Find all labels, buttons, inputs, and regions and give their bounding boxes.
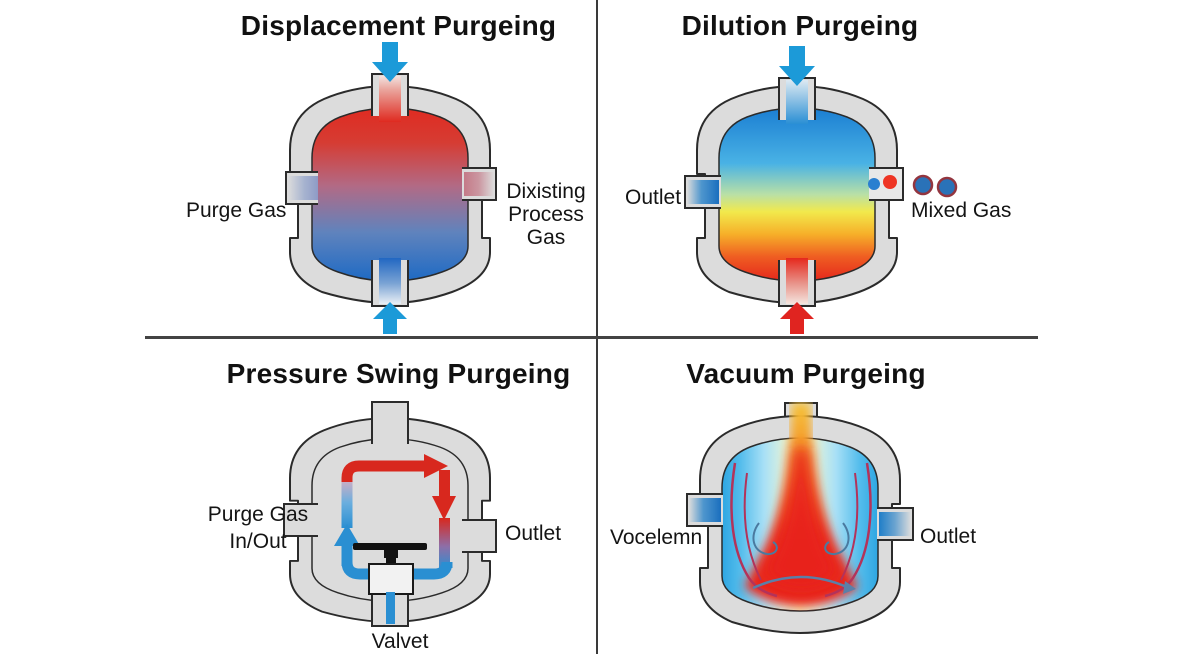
dilution-vessel-diagram [684,46,958,334]
pressure-swing-title: Pressure Swing Purgeing [226,358,571,389]
valve-stem [386,557,396,565]
quadrant-dilution: Dilution Purgeing Outlet Mixed Gas [597,0,1200,338]
vacuum-left-label: Vocelemn [610,526,703,549]
mixed-gas-dot-icon [936,176,958,198]
process-gas-line2: Process Gas [508,203,584,249]
outlet-label: Outlet [505,522,562,545]
blue-up-arrow-icon [373,302,407,334]
quadrant-vacuum: Vacuum Purgeing [597,338,1200,654]
heat-plume-core [763,448,839,587]
existing-process-gas-label: Dixisting Process Gas [490,180,602,249]
displacement-title: Displacement Purgeing [240,10,557,41]
process-gas-flow-blob [464,172,494,196]
red-right-arrow-icon [424,454,448,478]
purge-gas-label: Purge Gas [186,199,287,222]
red-blue-transition-pipe [439,518,450,570]
vessel-cavity [718,107,876,282]
left-transition-pipe [341,482,353,528]
outlet-flow-blob [879,512,911,536]
blue-up-arrow-icon [334,524,360,546]
blue-pipe-left [341,544,353,566]
left-flow-blob [689,498,721,522]
displacement-vessel-diagram [285,42,497,334]
quadrant-pressure-swing: Pressure Swing Purgeing [0,338,597,654]
outlet-stub-right [462,519,497,553]
outlet-flow-column [379,258,401,304]
purge-gas-stub-left [283,503,318,537]
vacuum-title: Vacuum Purgeing [686,358,926,389]
blue-down-arrow-icon [372,42,408,82]
purge-gas-line1: Purge Gas [207,503,309,526]
outlet-label: Outlet [920,525,977,548]
mixed-gas-label: Mixed Gas [911,199,1012,222]
vacuum-vessel-diagram [686,402,914,634]
inlet-flow-column-bottom [786,258,808,304]
flow-streamline [743,472,762,581]
red-flow-pipe [341,460,424,484]
outlet-flow-blob [687,180,719,204]
vessel-cavity [311,107,469,282]
red-down-arrow-icon [432,496,456,520]
swirl-curl-icon [752,522,778,556]
pressure-swing-vessel-diagram [283,401,497,627]
blue-drain-line [386,592,395,624]
purge-gas-flow-blob [288,176,318,200]
gas-dot-red-icon [883,175,897,189]
purge-gas-line2: In/Out [229,530,287,553]
gas-dot-blue-icon [868,178,880,190]
outlet-label: Outlet [625,186,682,209]
inlet-flow-column [379,76,401,122]
flow-streamline [824,462,872,598]
bottom-flow-arc [752,575,850,590]
process-gas-line1: Dixisting [506,180,586,203]
red-flow-pipe-down [439,470,450,498]
valve-knob [384,549,398,558]
quadrant-displacement: Displacement Purgeing Purge Gas Dixistin… [0,0,597,338]
horizontal-divider [145,336,1038,339]
blue-bottom-pipe [341,561,453,580]
flow-streamline [730,462,778,598]
swirl-curl-icon [824,522,850,556]
purge-gas-in-out-label: Purge Gas In/Out [178,501,338,555]
valve-body [368,563,414,595]
blue-down-arrow-icon [779,46,815,86]
stub-top [371,401,409,444]
mixed-gas-dot-icon [912,174,934,196]
vertical-divider [596,0,598,654]
flow-arc-arrowhead-icon [843,581,856,594]
valve-handle-icon [353,543,427,550]
inlet-flow-column [786,80,808,124]
flow-streamline [840,472,859,581]
red-up-arrow-icon [780,302,814,334]
valve-label: Valvet [371,630,429,653]
dilution-title: Dilution Purgeing [681,10,919,41]
